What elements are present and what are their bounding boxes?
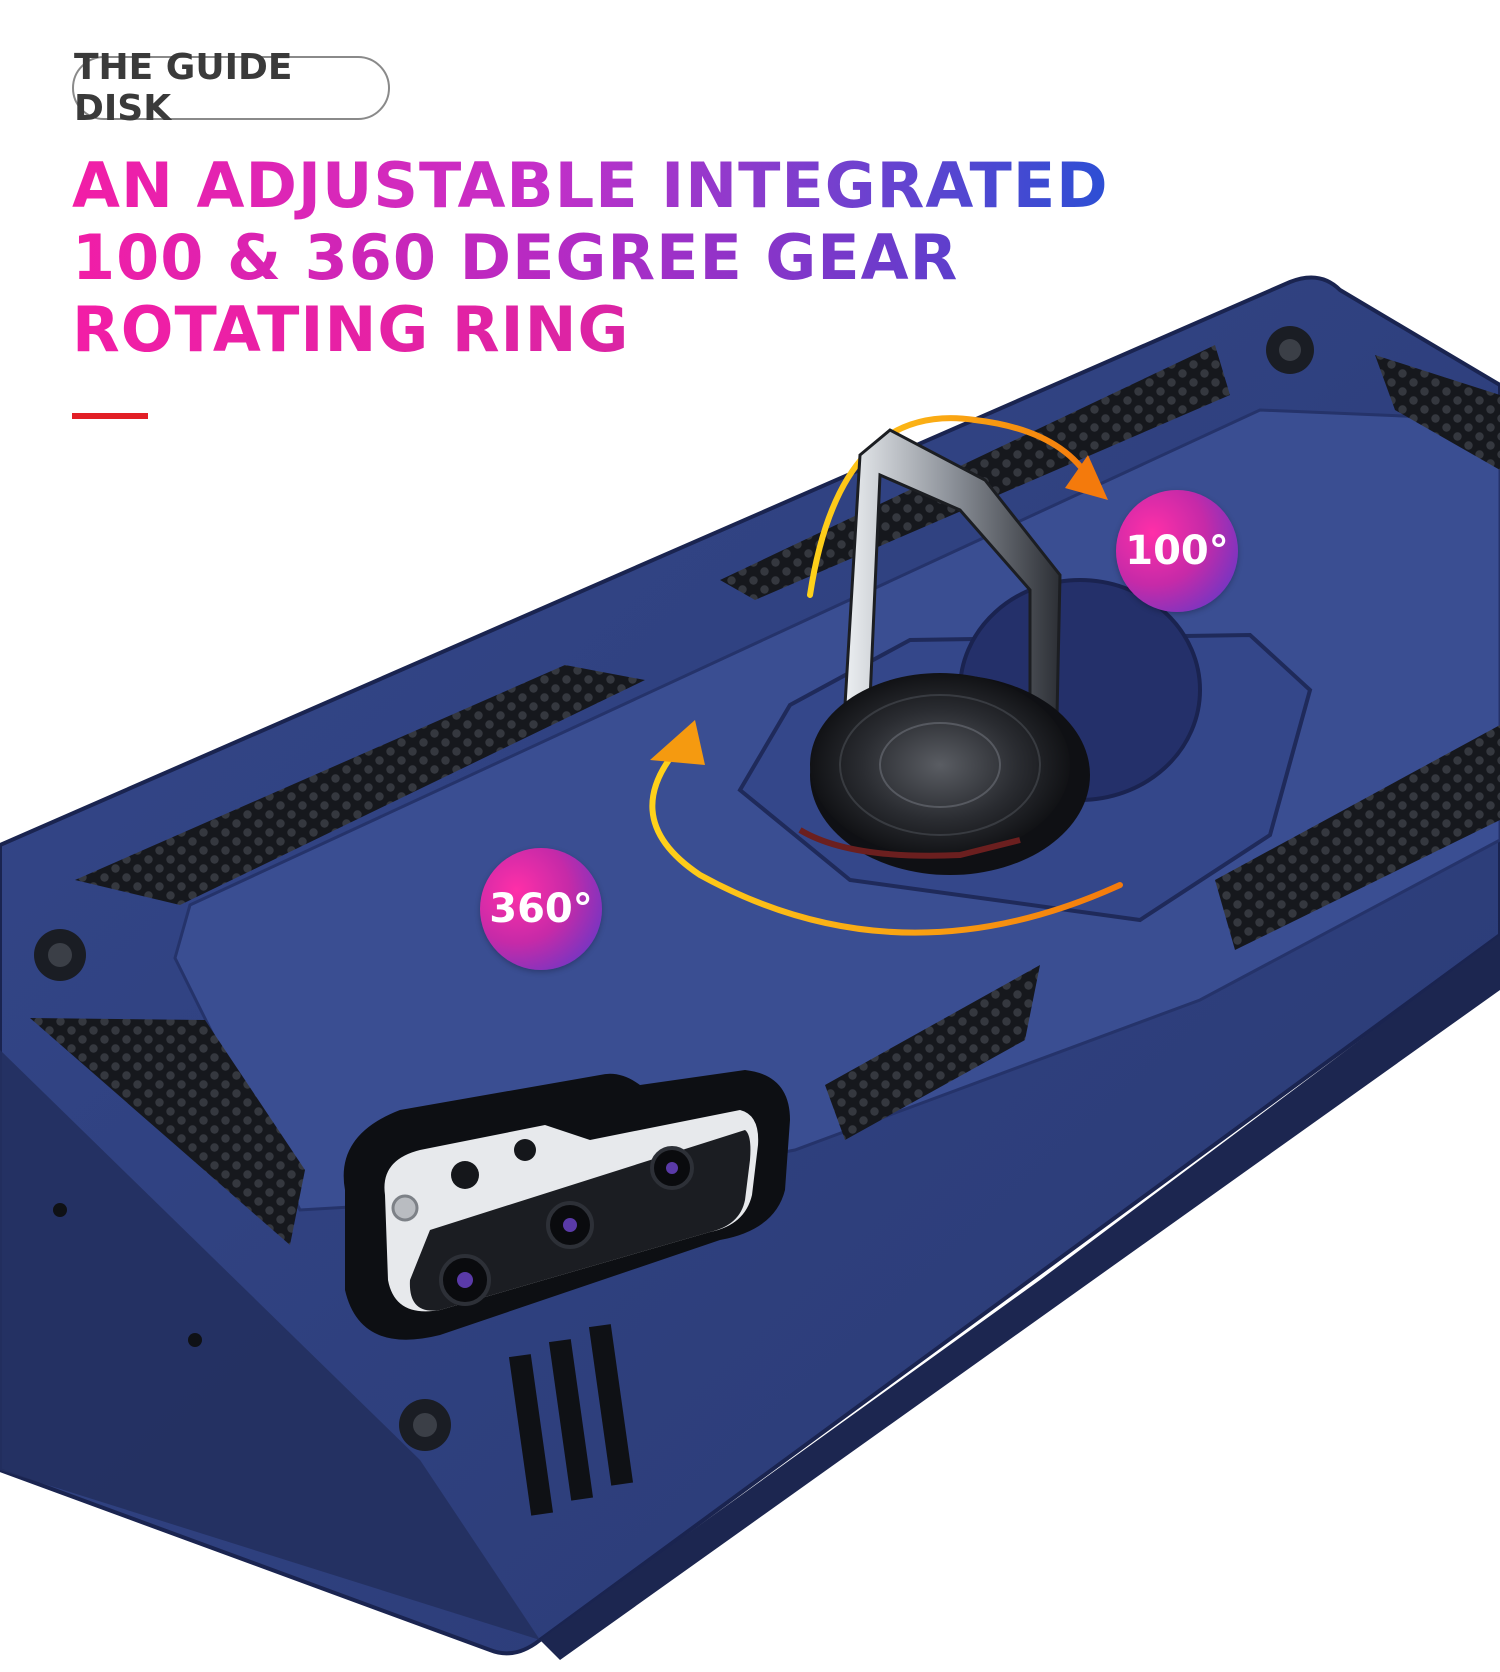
arrow-100-rotation: [807, 415, 1093, 598]
arrow-360-rotation: [649, 732, 1123, 936]
section-label-pill: THE GUIDE DISK: [72, 47, 390, 129]
ring-kickstand: [798, 428, 1090, 875]
headline-line-1: AN ADJUSTABLE INTEGRATED: [72, 149, 1109, 222]
badge-360-degree: 360°: [480, 848, 602, 970]
case-rim-right: [540, 935, 1500, 1660]
badge-360-text: 360°: [489, 886, 593, 932]
headline-line-3: ROTATING RING: [72, 294, 1109, 366]
headline-line-2: 100 & 360 DEGREE GEAR: [72, 222, 1109, 294]
headline: AN ADJUSTABLE INTEGRATED 100 & 360 DEGRE…: [72, 150, 1109, 366]
arrow-360-head: [650, 720, 705, 765]
grip-strips: [30, 345, 1500, 1245]
camera-cutout: [343, 1070, 790, 1340]
accent-divider: [72, 413, 148, 419]
section-label-text: THE GUIDE DISK: [74, 47, 293, 129]
badge-100-degree: 100°: [1116, 490, 1238, 612]
badge-100-text: 100°: [1125, 528, 1229, 574]
arrow-100-head: [1065, 455, 1108, 500]
corner-screws: [34, 326, 1314, 1451]
side-ports: [53, 1203, 634, 1516]
case-rim: [0, 1050, 540, 1640]
